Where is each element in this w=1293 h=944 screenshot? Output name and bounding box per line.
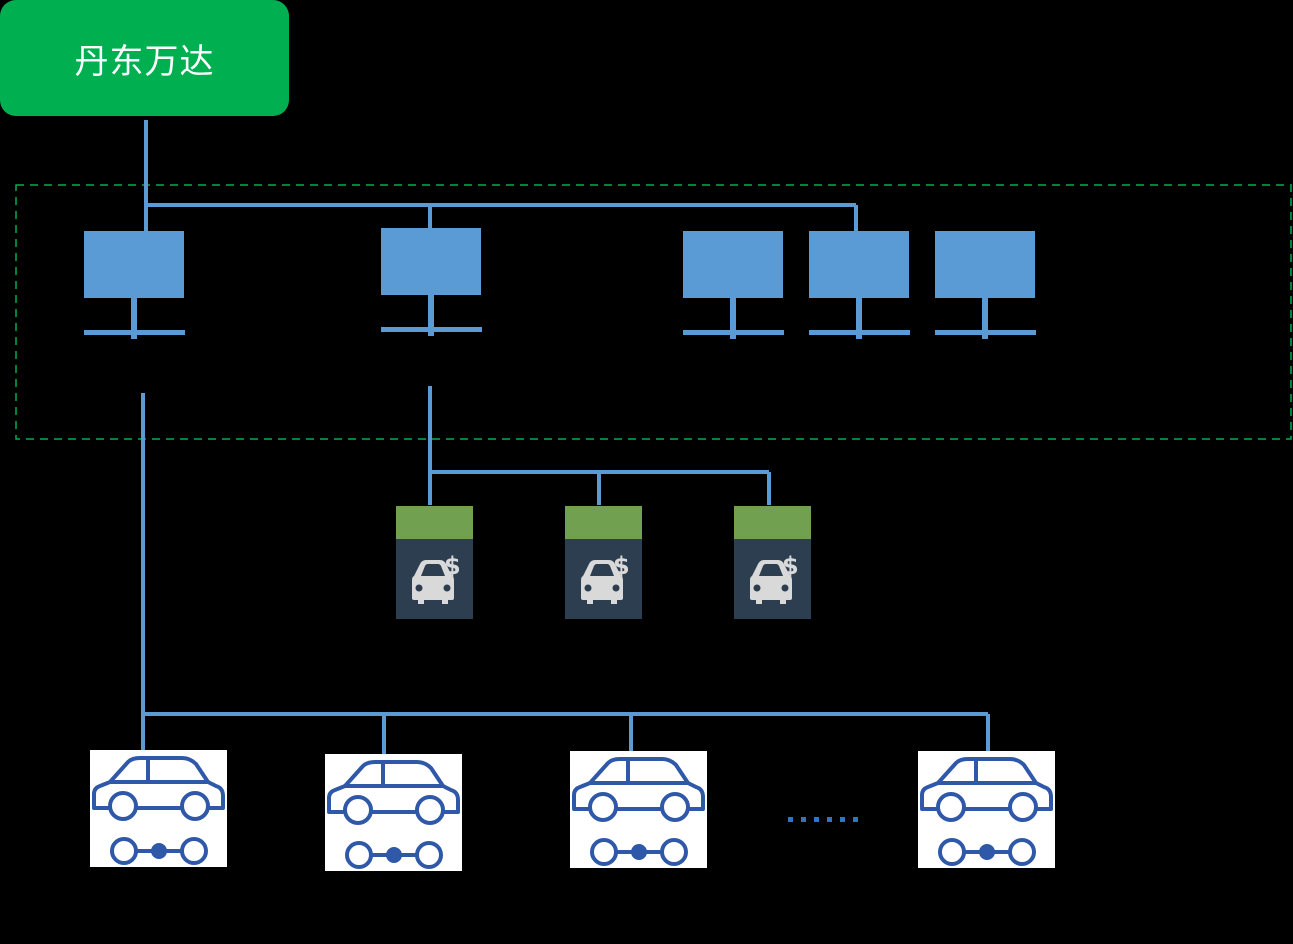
car-payment-icon: $ [412,552,461,604]
car-payment-icon: $ [581,552,630,604]
connector-lines [141,120,990,756]
payment-station: $ [565,506,642,619]
monitor-icon [84,231,185,339]
monitor-icon [683,231,784,339]
car-node-icon [327,760,460,869]
dollar-symbol: $ [782,552,799,580]
monitor-icon [809,231,910,339]
vehicle-card [918,751,1055,868]
root-node-label: 丹东万达 [74,41,215,82]
payment-station: $ [734,506,811,619]
dollar-symbol: $ [613,552,630,580]
root-node-box: 丹东万达 [0,0,289,116]
payment-station: $ [396,506,473,619]
vehicle-card [90,750,227,867]
vehicle-card [325,754,462,871]
car-node-icon [920,757,1053,866]
car-node-icon [572,757,705,866]
monitor-icon [935,231,1036,339]
car-payment-icon: $ [750,552,799,604]
vehicle-card [570,751,707,868]
dollar-symbol: $ [444,552,461,580]
more-dots-icon [788,817,858,822]
monitor-icon [381,228,482,336]
car-node-icon [92,756,225,865]
monitor-zone-dashed [15,184,1292,440]
